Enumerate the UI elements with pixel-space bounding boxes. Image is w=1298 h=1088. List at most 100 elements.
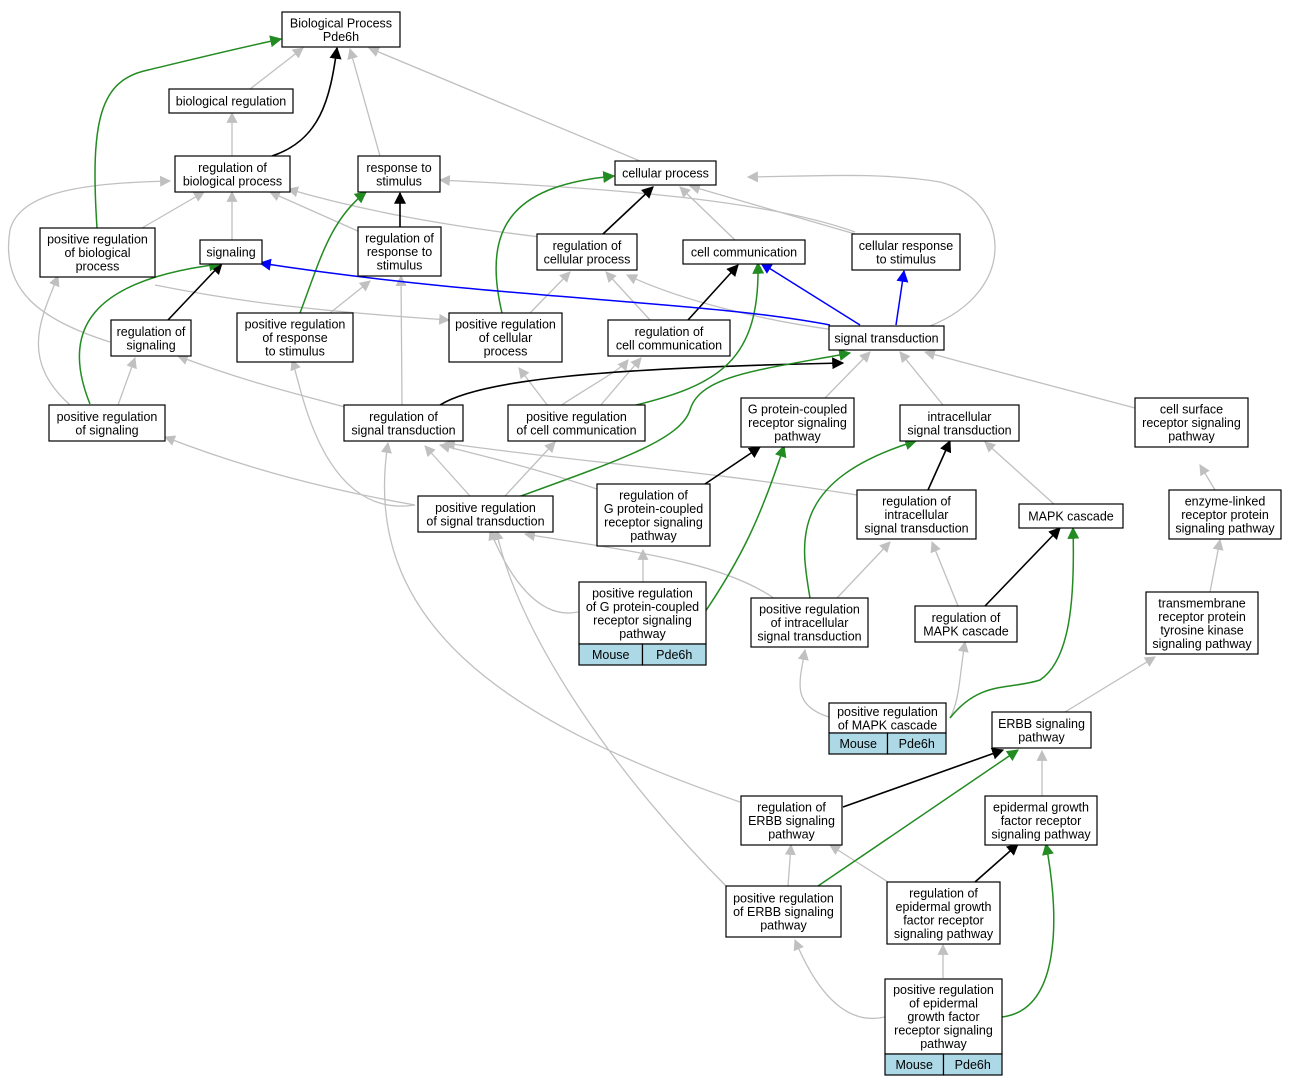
term-box [899,404,1020,442]
edge-positively-regulates [631,261,765,407]
edge-regulates [927,439,952,491]
term-node-cellcomm[interactable]: cell communication [682,239,806,265]
term-label: Biological Process [290,16,392,30]
term-label: signaling [126,338,175,352]
term-label: process [76,260,120,274]
term-node-cellproc[interactable]: cellular process [614,160,717,186]
edge-is-a [176,354,346,408]
term-label: positive regulation [245,318,346,332]
term-node-mapk[interactable]: MAPK cascade [1018,503,1124,529]
edge-positively-regulates [704,444,787,613]
term-label: stimulus [376,174,422,188]
term-label: epidermal growth [896,900,992,914]
term-label: pathway [630,529,677,543]
edge-positively-regulates [94,35,283,229]
term-label: cellular response [859,239,954,253]
term-node-sigtrans[interactable]: signal transduction [828,325,945,351]
term-label: cell communication [616,338,722,352]
term-label: G protein-coupled [748,403,847,417]
term-label: of MAPK cascade [838,718,937,732]
term-label: pathway [768,828,815,842]
term-label: pathway [920,1037,967,1051]
edge-regulates [271,46,342,157]
term-node-bioreg[interactable]: biological regulation [168,88,294,114]
edge-is-a [141,191,205,229]
term-box [607,319,731,357]
term-label: G protein-coupled [604,502,703,516]
term-label: regulation of [882,495,951,509]
term-box [39,227,156,278]
term-label: MAPK cascade [1028,510,1114,524]
species-label: Mouse [839,737,877,751]
edge-positively-regulates [299,191,367,314]
term-label: signal transduction [907,423,1011,437]
term-label: signaling pathway [894,927,994,941]
edge-is-a [438,175,856,233]
edge-is-a [679,186,736,241]
term-label: cellular process [622,167,709,181]
edge-is-a [249,47,304,90]
term-label: regulation of [117,325,186,339]
edge-is-a [518,367,549,407]
term-node-signaling[interactable]: signaling [199,239,263,265]
edge-is-a [492,528,729,889]
term-label: regulation of [619,488,688,502]
edge-is-a [1209,538,1224,593]
edge-is-a [443,439,858,496]
edge-is-a [347,47,381,157]
edge-regulates [974,843,1019,883]
edge-is-a [1064,656,1156,713]
term-label: positive regulation [837,705,938,719]
term-label: ERBB signaling [748,814,835,828]
term-label: pathway [774,430,821,444]
term-label: of G protein-coupled [586,600,699,614]
term-box [281,11,401,48]
term-label: regulation of [932,611,1001,625]
term-label: factor receptor [903,913,984,927]
term-label: regulation of [198,161,267,175]
term-box [536,233,638,271]
edge-is-a [829,844,889,883]
term-box [884,978,1003,1055]
term-box [856,489,977,540]
term-label: signal transduction [834,332,938,346]
term-label: pathway [1168,430,1215,444]
term-label: pathway [1018,730,1065,744]
edge-is-a [626,274,836,331]
term-box [750,597,869,648]
edge-positively-regulates [803,438,918,599]
